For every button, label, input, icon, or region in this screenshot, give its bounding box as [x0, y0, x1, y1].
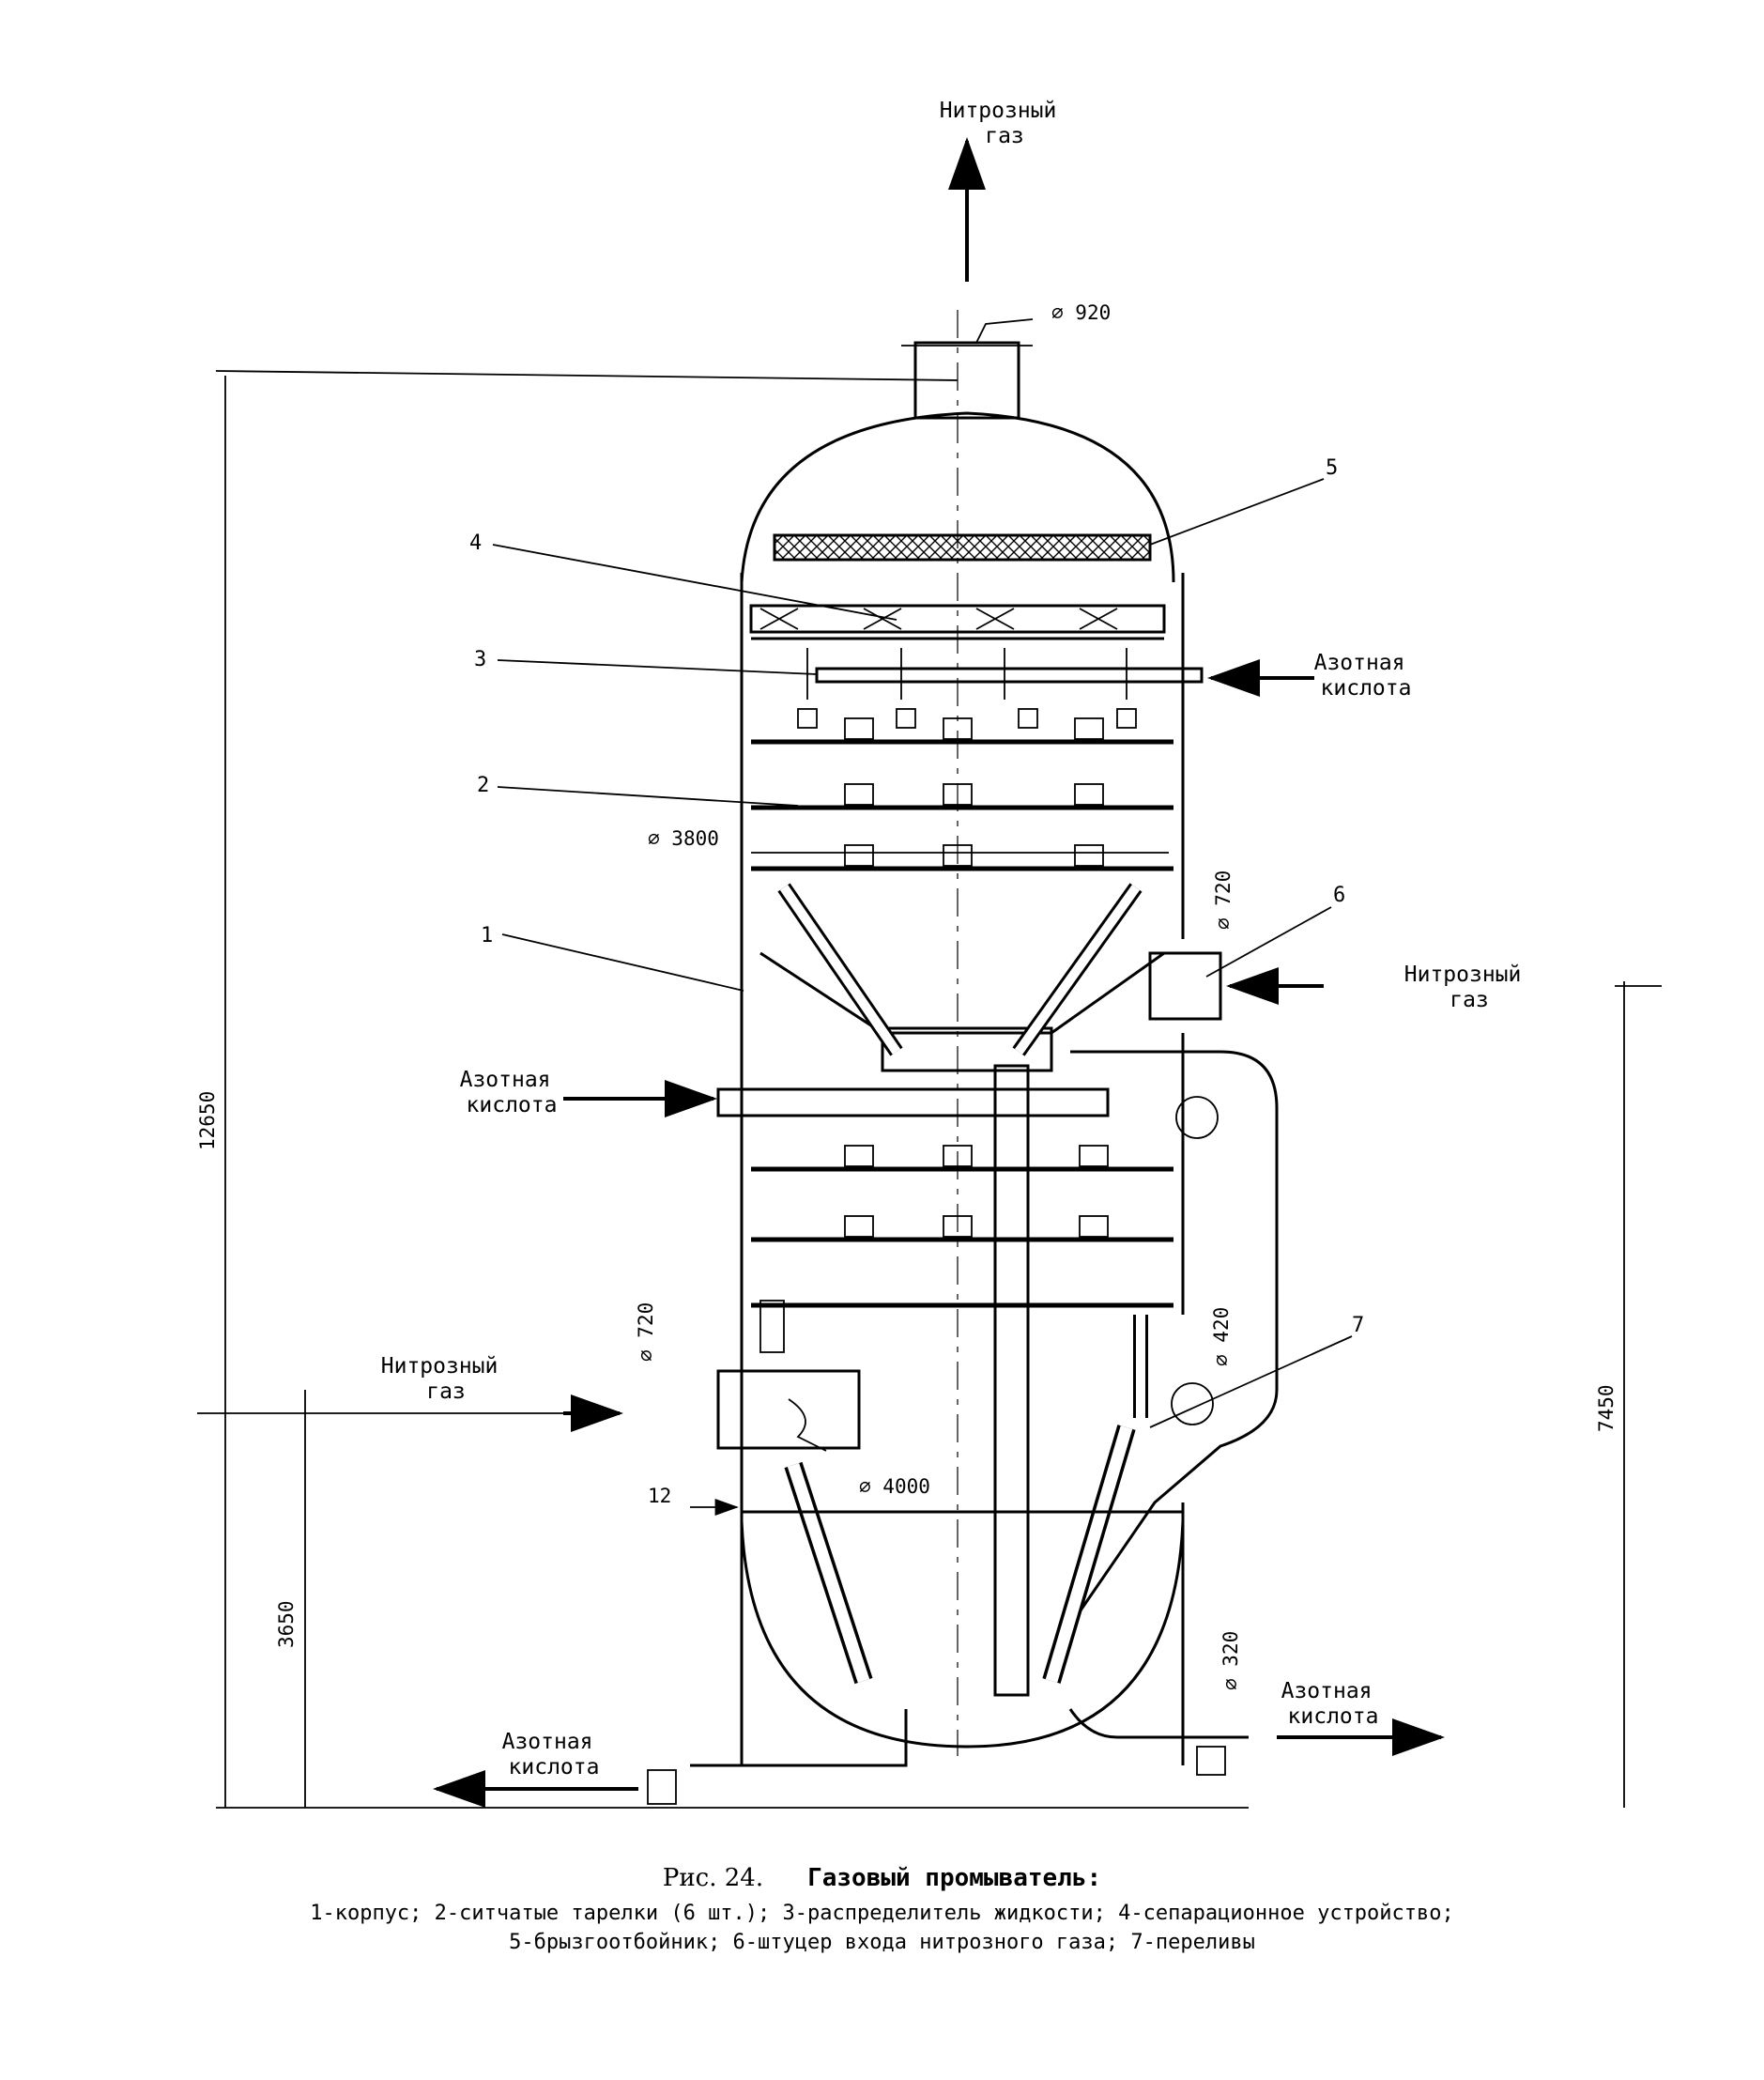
label-nitric-acid-in-mid: Азотная кислота — [460, 1068, 564, 1117]
dim-overflow: ⌀ 420 — [1210, 1307, 1233, 1366]
dim-shell-upper: ⌀ 3800 — [648, 827, 719, 850]
central-downcomer — [993, 1064, 1030, 1697]
liquid-distributor — [797, 648, 1204, 729]
dimension-lines — [197, 370, 1662, 1809]
dim-bottom-inlet-height: 3650 — [275, 1600, 298, 1648]
lower-overflows — [784, 1315, 1214, 1685]
label-nitric-acid-out-left: Азотная кислота — [502, 1730, 606, 1780]
upper-funnel — [759, 883, 1165, 1072]
dim-total-height: 12650 — [196, 1091, 219, 1150]
callout-7: 7 — [1352, 1314, 1364, 1337]
dim-nozzle-side: ⌀ 720 — [1212, 871, 1235, 930]
dim-side-inlet-height: 7450 — [1595, 1384, 1618, 1432]
label-nitrous-gas-in-bottom: Нитрозный газ — [381, 1354, 511, 1404]
callout-5: 5 — [1326, 456, 1338, 480]
callout-3: 3 — [474, 648, 486, 671]
callout-6: 6 — [1333, 884, 1345, 907]
side-gas-inlet — [1148, 951, 1222, 1021]
figure-caption-title: Рис. 24. Газовый промыватель: — [0, 1864, 1764, 1892]
splash-guard — [773, 533, 1152, 562]
bottom-outlets — [647, 1708, 1249, 1805]
dim-nozzle-bottom: ⌀ 720 — [635, 1302, 657, 1362]
figure-number: Рис. 24. — [662, 1864, 764, 1892]
dim-shell-lower: ⌀ 4000 — [859, 1475, 930, 1498]
label-nitric-acid-out-right: Азотная кислота — [1281, 1679, 1386, 1729]
separator-unit — [749, 604, 1166, 640]
dim-wall: 12 — [648, 1485, 671, 1507]
callout-2: 2 — [477, 774, 489, 797]
label-nitric-acid-in-top: Азотная кислота — [1314, 651, 1419, 701]
vessel-shell — [740, 310, 1185, 1765]
label-nitrous-gas-out: Нитрозный газ — [940, 99, 1069, 148]
dim-outlet: ⌀ 320 — [1219, 1631, 1242, 1690]
bottom-gas-inlet — [716, 1369, 861, 1452]
callout-4: 4 — [469, 532, 482, 555]
mid-acid-inlet — [716, 1087, 1110, 1117]
figure-title: Газовый промыватель: — [807, 1864, 1102, 1892]
lower-sieve-trays — [751, 1145, 1173, 1353]
upper-sieve-trays — [751, 717, 1173, 871]
dim-top-nozzle: ⌀ 920 — [1051, 301, 1111, 324]
callouts: 1 2 3 4 5 6 7 — [469, 456, 1364, 1428]
callout-1: 1 — [481, 924, 493, 948]
figure-legend-line-2: 5-брызгоотбойник; 6-штуцер входа нитрозн… — [509, 1931, 1255, 1954]
figure-legend-line-1: 1-корпус; 2-ситчатые тарелки (6 шт.); 3-… — [310, 1902, 1454, 1925]
external-overflow-pipe — [1050, 1050, 1279, 1654]
label-nitrous-gas-in-side: Нитрозный газ — [1404, 963, 1534, 1012]
